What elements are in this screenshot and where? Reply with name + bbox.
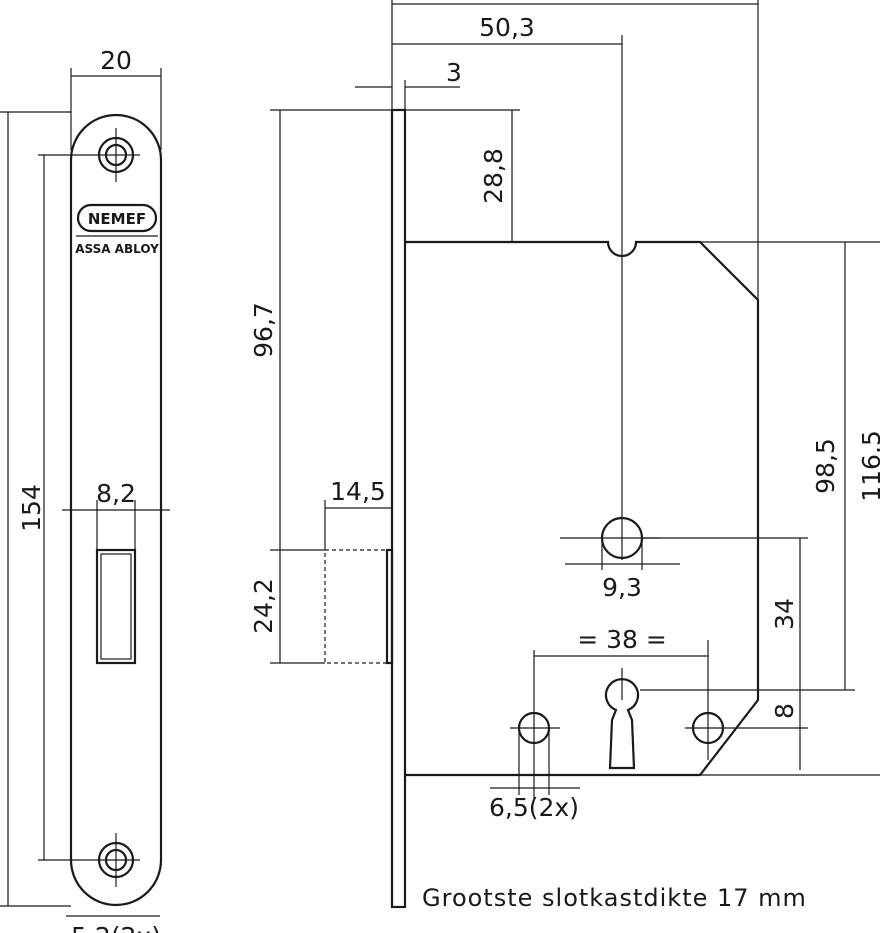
dim-follower-diameter: 9,3 <box>602 573 642 602</box>
dim-key-offset: 8 <box>770 703 799 719</box>
logo-badge <box>76 203 158 233</box>
dim-faceplate-width: 20 <box>100 46 132 75</box>
dim-top-to-follower: 96,7 <box>249 302 278 358</box>
lockcase-view: 50,3 3 28,8 96,7 24,2 14,5 9,3 = 38 = <box>249 0 880 912</box>
dim-backset: 50,3 <box>479 13 535 42</box>
case-outline <box>405 240 760 777</box>
logo-brand: NEMEF <box>88 210 146 228</box>
latch-window <box>95 548 137 665</box>
faceplate-view: NEMEF ASSA ABLOY 20 8,2 154 5,2(2x) <box>0 46 170 933</box>
dim-faceplate-height: 154 <box>17 484 46 532</box>
dim-key-spacing: = 38 = <box>577 625 667 654</box>
logo-group: ASSA ABLOY <box>75 242 159 256</box>
faceplate-outline <box>69 113 163 907</box>
latch-bolt <box>324 549 388 664</box>
dim-latch-projection: 14,5 <box>330 477 386 506</box>
dim-latch-height: 24,2 <box>249 578 278 634</box>
dim-top-to-case: 28,8 <box>479 148 508 204</box>
dim-latch-width: 8,2 <box>96 479 136 508</box>
dim-faceplate-thickness: 3 <box>446 58 462 87</box>
dim-bottom-cut: 5,2(2x) <box>71 922 161 933</box>
footnote: Grootste slotkastdikte 17 mm <box>422 884 807 912</box>
keyhole <box>604 678 640 770</box>
dim-case-inner: 98,5 <box>811 438 840 494</box>
dim-case-height: 116,5 <box>857 430 880 502</box>
faceplate-side <box>390 108 407 909</box>
dim-screw-holes: 6,5(2x) <box>489 793 579 822</box>
dim-follower-to-key: 34 <box>770 598 799 630</box>
